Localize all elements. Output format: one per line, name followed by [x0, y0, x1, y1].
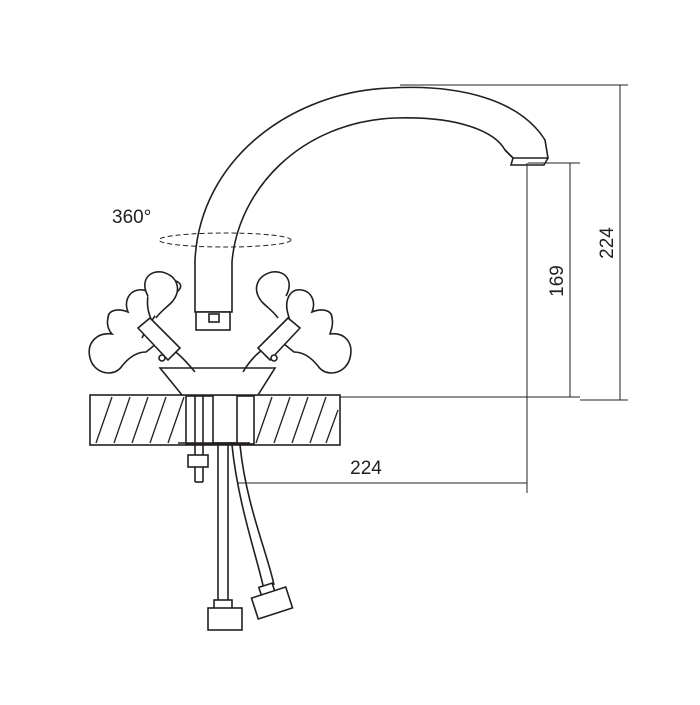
left-handle	[88, 271, 182, 374]
shank	[178, 394, 250, 444]
rotation-indicator: 360°	[112, 207, 292, 248]
rotation-label: 360°	[112, 207, 151, 228]
spout-height-label: 169	[547, 265, 568, 297]
countertop-hatching	[95, 396, 339, 444]
right-handle	[255, 271, 352, 374]
hose-nut-right	[250, 585, 294, 621]
spout	[194, 86, 549, 331]
dimension-spout-height: 169	[340, 162, 580, 398]
spout-reach-label: 224	[350, 458, 382, 479]
dimension-spout-reach: 224	[238, 163, 528, 493]
hose-nut-left	[207, 607, 243, 631]
hose-right	[231, 444, 265, 591]
total-height-label: 224	[597, 227, 618, 259]
left-handle-stem	[136, 316, 182, 362]
faucet-body	[149, 335, 286, 396]
mounting-stud	[187, 395, 209, 483]
supply-hoses	[207, 444, 294, 631]
right-handle-stem	[256, 316, 302, 362]
dimension-total-height: 224	[400, 84, 628, 401]
rotation-ellipse	[158, 232, 292, 248]
